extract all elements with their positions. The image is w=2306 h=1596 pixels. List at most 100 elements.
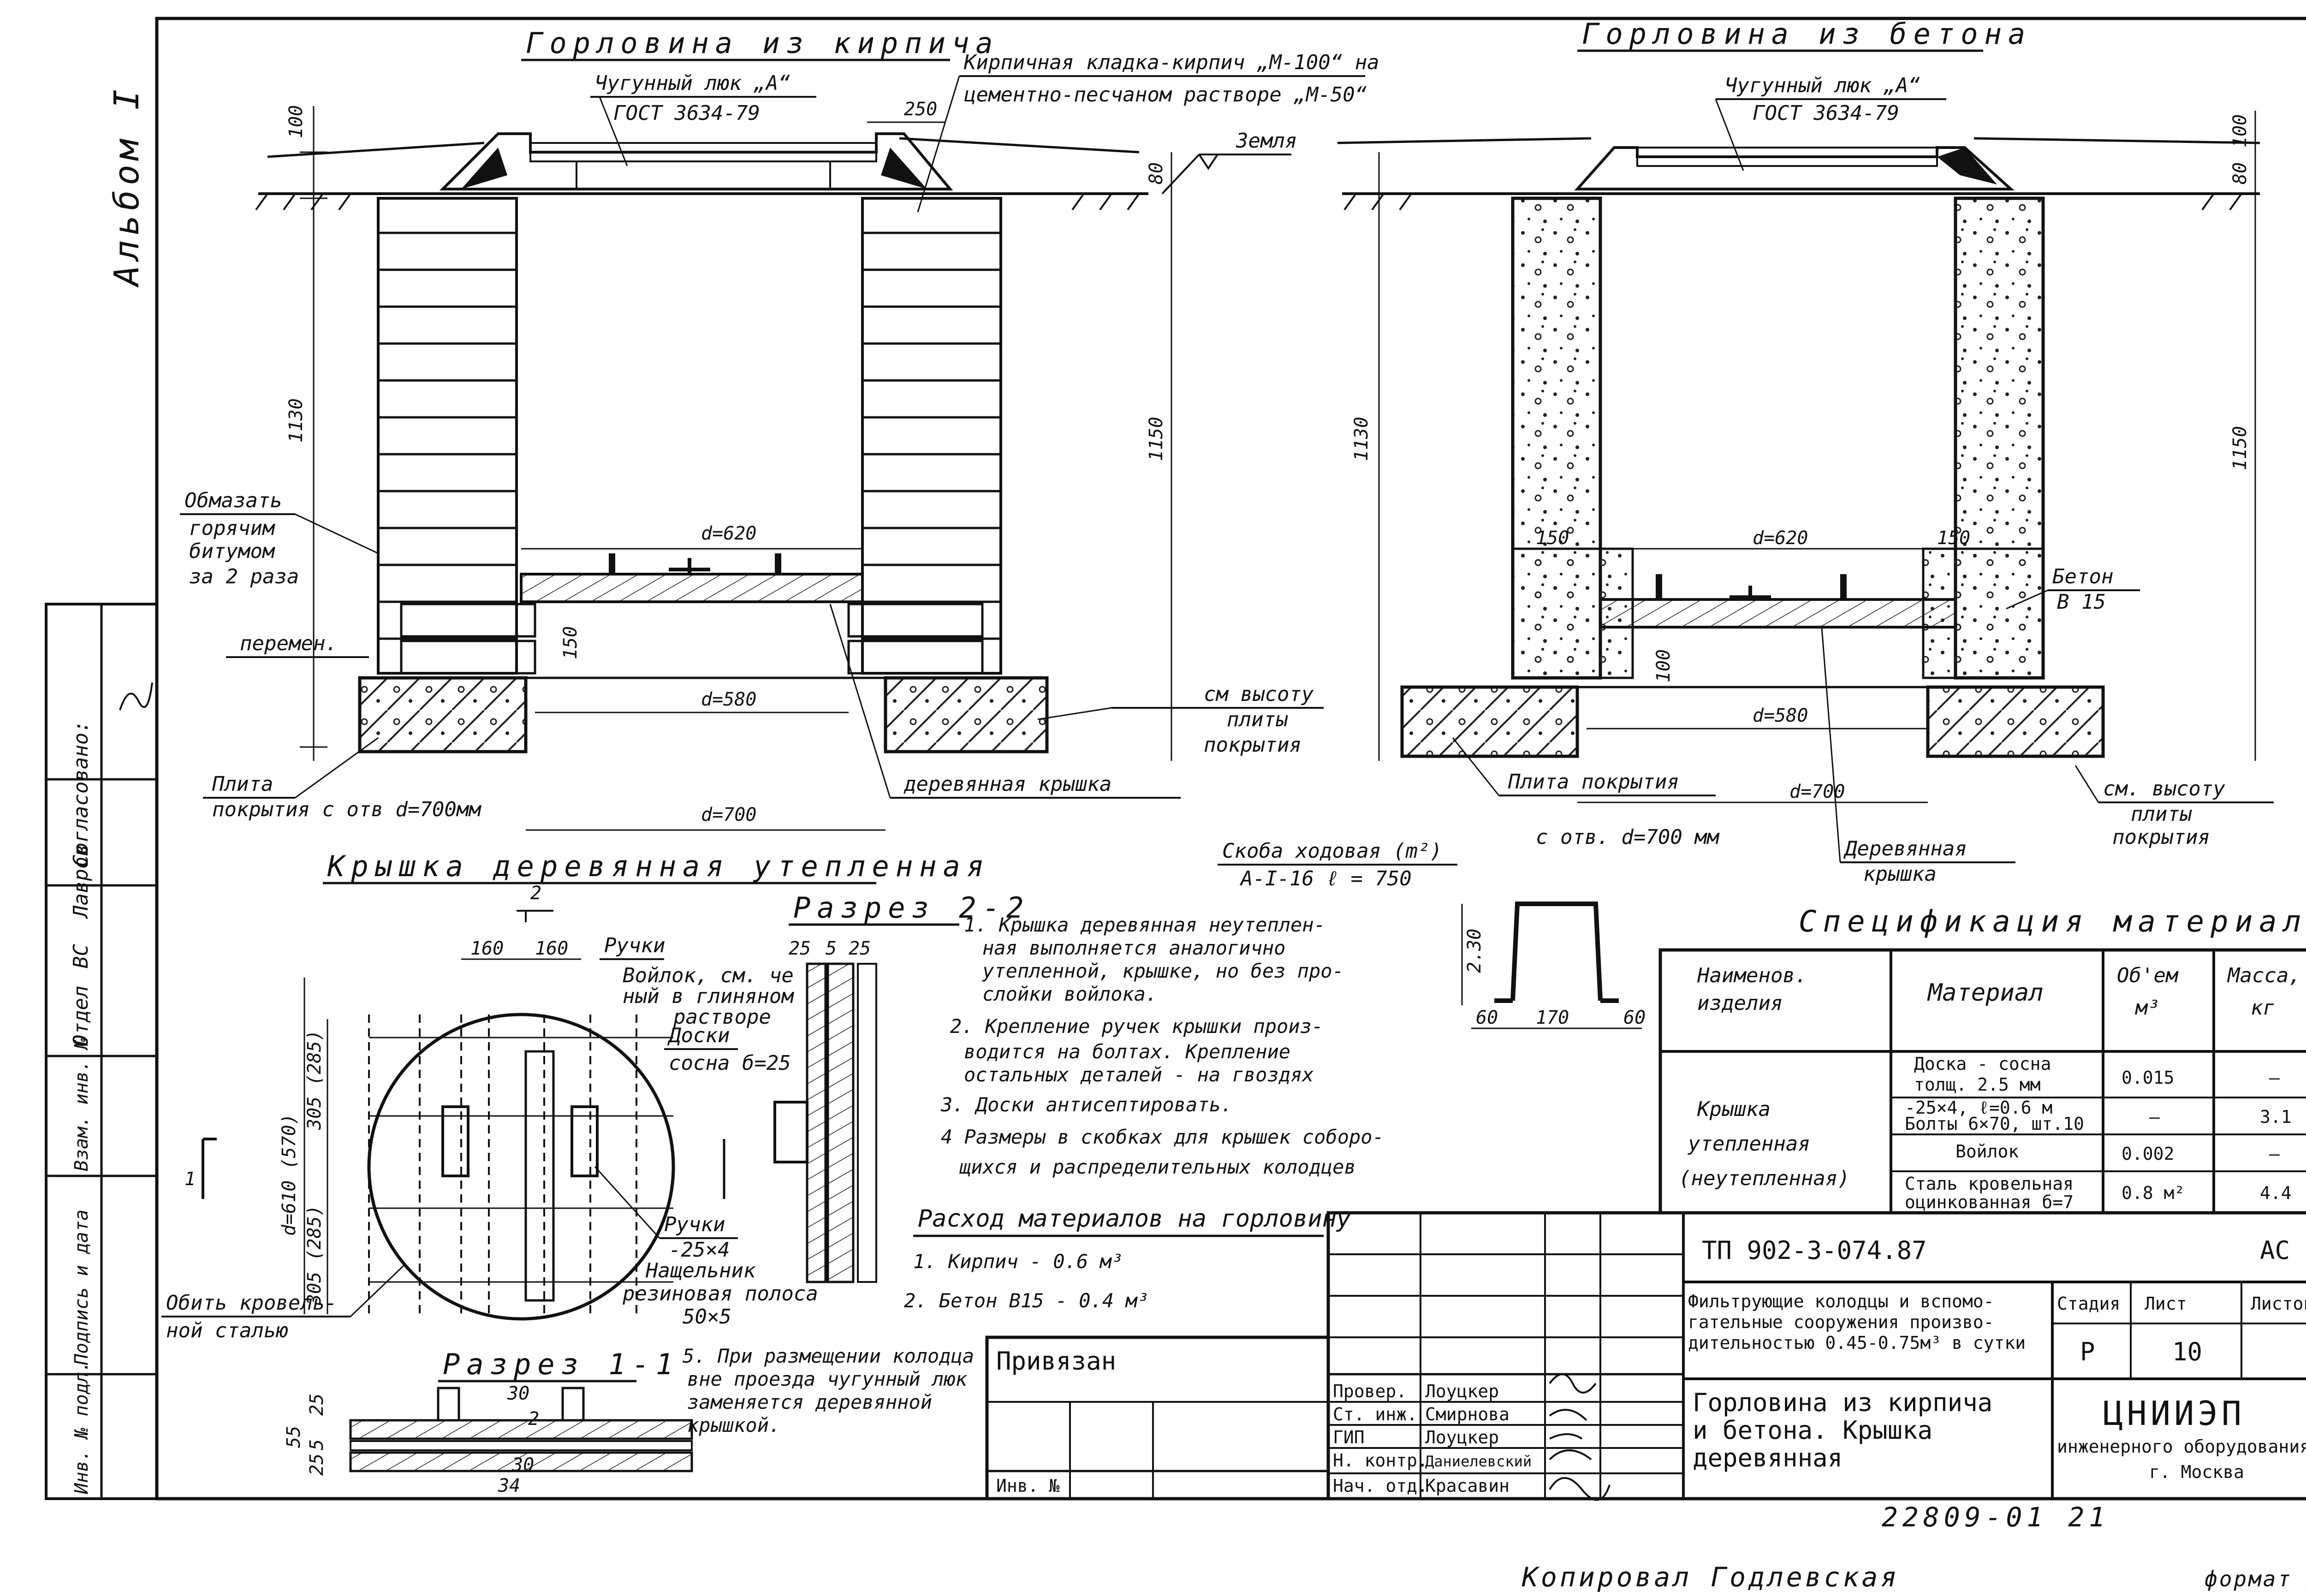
- paper-format: формат А2: [2205, 1566, 2306, 1591]
- consumption-title: Расход материалов на горловину: [918, 1205, 1351, 1233]
- side-inv1: Взам. инв. №: [71, 1038, 92, 1171]
- spec-row2-m2: Болты 6×70, шт.10: [1905, 1114, 2084, 1134]
- spec-title: Спецификация материалов: [1799, 905, 2306, 939]
- side-sign: Подпись и дата: [71, 1210, 92, 1365]
- bracket-dim-60b: 60: [1623, 1007, 1646, 1028]
- concrete-dim-1150: 1150: [2229, 426, 2251, 470]
- brick-wood-lid: деревянная крышка: [903, 772, 1111, 796]
- spec-row2-vol: —: [2149, 1107, 2160, 1127]
- brick-coat-3: битумом: [189, 540, 275, 563]
- brick-dim-80: 80: [1146, 162, 1167, 184]
- stamp-sheet-title-2: и бетона. Крышка: [1693, 1416, 1932, 1445]
- lid-felt-1: Войлок, см. че: [623, 964, 794, 987]
- brick-dim-250: 250: [904, 99, 937, 120]
- consumption-concrete: 2. Бетон В15 - 0.4 м³: [904, 1289, 1149, 1312]
- s22-dim-25a: 25: [789, 938, 811, 959]
- lid-dim-d: d=610 (570): [279, 1114, 300, 1236]
- note-2c: остальных деталей - на гвоздях: [964, 1063, 1314, 1086]
- bracket-title: Скоба ходовая (m²): [1222, 839, 1442, 863]
- lid-boards-1: Доски: [667, 1024, 730, 1047]
- stamp-name-4: Даниелевский: [1425, 1453, 1532, 1470]
- note-1c: утепленной, крышке, но без про-: [982, 960, 1344, 982]
- bracket-dim-60a: 60: [1476, 1007, 1498, 1028]
- lid-handles-2: Ручки: [664, 1213, 725, 1236]
- concrete-see-1: см. высоту: [2103, 777, 2225, 801]
- concrete-slab: Плита покрытия: [1508, 770, 1679, 794]
- lid-handles-label: Ручки: [604, 934, 665, 957]
- note-1d: слойки войлока.: [982, 983, 1157, 1005]
- spec-h-material: Материал: [1927, 979, 2043, 1007]
- brick-variable-label: перемен.: [240, 632, 338, 655]
- concrete-see-3: покрытия: [2112, 825, 2210, 849]
- stamp-doc-code: ТП 902-3-074.87: [1702, 1236, 1927, 1265]
- stamp-role-3: ГИП: [1333, 1427, 1365, 1448]
- stamp-role-5: Нач. отд.: [1333, 1476, 1428, 1496]
- brick-coat-4: за 2 раза: [189, 565, 299, 588]
- lid-plan-title: Крышка деревянная утепленная: [327, 849, 990, 883]
- concrete-wood-lid-1: Деревянная: [1843, 837, 1967, 860]
- copied-by: Копировал Годлевская: [1521, 1561, 1899, 1593]
- stamp-role-2: Ст. инж.: [1333, 1404, 1417, 1424]
- side-signature-mark: [119, 682, 153, 711]
- stamp-org-2: инженерного оборудования: [2057, 1436, 2306, 1457]
- spec-h-vol2: м³: [2134, 996, 2160, 1020]
- lid-strap-3: 50×5: [683, 1305, 731, 1329]
- concrete-hatch-gost: ГОСТ 3634-79: [1753, 101, 1899, 125]
- side-approval-block: Согласовано: Отдел ВС Лавров Взам. инв. …: [45, 603, 158, 1500]
- stamp-sheet-title-3: деревянная: [1693, 1443, 1842, 1472]
- lid-plan-circle: [367, 1013, 675, 1321]
- brick-hatch-gost: ГОСТ 3634-79: [613, 101, 760, 125]
- note-1a: 1. Крышка деревянная неутеплен-: [964, 914, 1325, 936]
- title-block: ТП 902-3-074.87 АС Фильтрующие колодцы и…: [985, 1211, 2306, 1501]
- stamp-role-4: Н. контр.: [1333, 1450, 1428, 1471]
- stamp-sheets-h: Листов: [2251, 1293, 2306, 1314]
- spec-row1-m1: Доска - сосна: [1914, 1054, 2051, 1074]
- stamp-desc-2: гательные сооружения произво-: [1688, 1312, 1994, 1332]
- brick-dim-700: d=700: [701, 804, 756, 825]
- concrete-b15-2: В 15: [2057, 590, 2106, 614]
- lid-plan: Крышка деревянная утепленная 2 160 160 Р…: [161, 849, 990, 1342]
- album-label: Альбом I: [107, 85, 147, 288]
- lid-dim-160a: 160: [470, 938, 504, 959]
- brick-slab-2: покрытия с отв d=700мм: [212, 798, 481, 821]
- note-4a: 4 Размеры в скобках для крышек соборо-: [941, 1126, 1384, 1148]
- brick-slab-1: Плита: [212, 772, 273, 796]
- stamp-org-3: г. Москва: [2149, 1462, 2244, 1482]
- concrete-see-2: плиты: [2131, 802, 2192, 826]
- brick-dim-100: 100: [285, 105, 307, 138]
- brick-see-1: см высоту: [1204, 682, 1314, 706]
- general-notes: 1. Крышка деревянная неутеплен- ная выпо…: [683, 914, 1384, 1436]
- concrete-slab-hole: с отв. d=700 мм: [1536, 825, 1720, 849]
- spec-row3-m1: Войлок: [1955, 1141, 2019, 1162]
- lid-mark-1: 1: [184, 1169, 196, 1190]
- specification-table: Спецификация материалов Наименов. издели…: [1658, 905, 2306, 1215]
- brick-ground-label: Земля: [1236, 129, 1297, 153]
- brick-masonry-2: цементно-песчаном растворе „М-50“: [964, 83, 1367, 107]
- concrete-hatch-label: Чугунный люк „А“: [1725, 74, 1920, 97]
- lid-strap-1: Нащельник: [645, 1259, 756, 1282]
- concrete-dim-580: d=580: [1753, 705, 1808, 726]
- stamp-desc-1: Фильтрующие колодцы и вспомо-: [1688, 1291, 1994, 1311]
- concrete-dim-150a: 150: [1536, 528, 1569, 549]
- archive-number: 22809-01 21: [1882, 1501, 2110, 1533]
- spec-row1-vol: 0.015: [2122, 1068, 2174, 1088]
- concrete-dim-620: d=620: [1753, 528, 1808, 549]
- brick-dim-1130: 1130: [285, 398, 307, 443]
- concrete-dim-80: 80: [2229, 162, 2251, 184]
- spec-product-2: утепленная: [1688, 1132, 1810, 1156]
- brick-dim-150: 150: [560, 626, 581, 659]
- bracket-dim-230: 2.30: [1464, 929, 1485, 973]
- brick-dim-1150: 1150: [1146, 417, 1167, 461]
- side-agreed: Согласовано:: [69, 720, 93, 867]
- bracket-dim-170: 170: [1536, 1007, 1569, 1028]
- note-1b: ная выполняется аналогично: [982, 937, 1285, 959]
- note-5d: крышкой.: [687, 1414, 780, 1436]
- stamp-section: АС: [2260, 1236, 2290, 1265]
- brick-see-2: плиты: [1227, 708, 1288, 731]
- concrete-dim-100: 100: [2229, 114, 2251, 148]
- spec-h-name2: изделия: [1697, 991, 1783, 1015]
- spec-row3-mass: —: [2269, 1144, 2280, 1164]
- stamp-inv: Инв. №: [996, 1476, 1059, 1496]
- spec-row4-vol: 0.8 м²: [2122, 1183, 2185, 1203]
